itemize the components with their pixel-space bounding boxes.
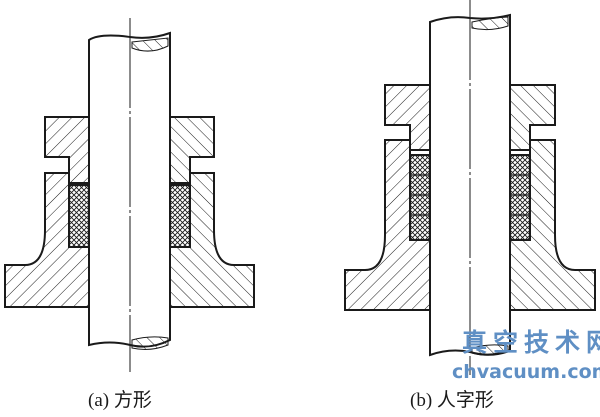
caption-b: (b) 人字形	[410, 390, 494, 411]
figure-b-chevron-packing	[344, 0, 596, 375]
caption-a: (a) 方形	[88, 390, 152, 411]
figure-a-square-packing	[4, 18, 255, 372]
watermark-cn: 真空技术网	[462, 328, 600, 357]
watermark-url: chvacuum.com	[452, 361, 600, 383]
